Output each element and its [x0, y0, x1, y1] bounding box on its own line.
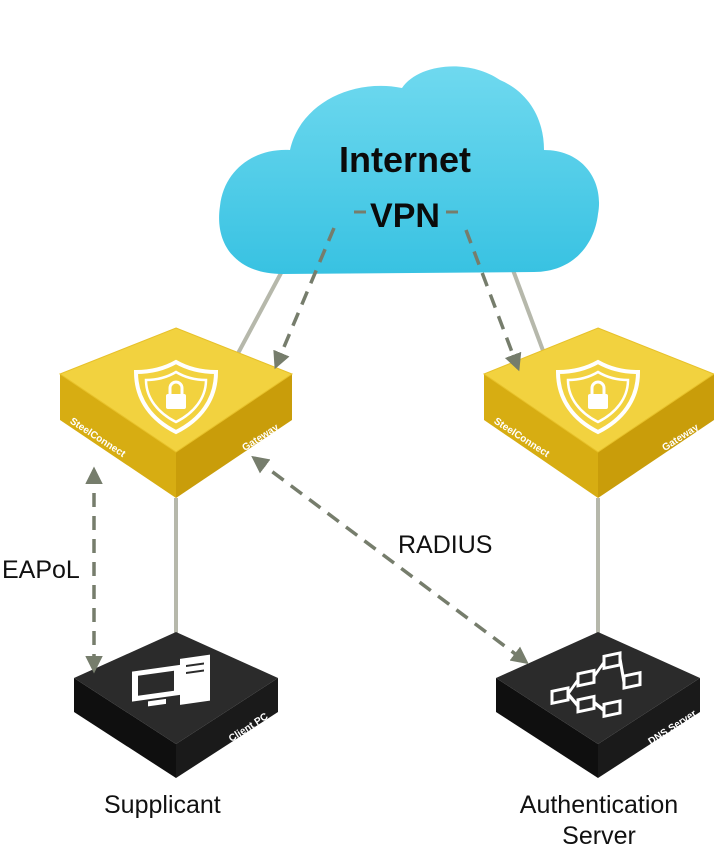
authentication-server-label: Authentication Server: [496, 790, 702, 853]
cloud-title: Internet: [339, 139, 471, 180]
eapol-label: EAPoL: [2, 556, 80, 584]
gateway-left: SteelConnect Gateway: [58, 327, 294, 498]
vpn-arrow-right: [464, 229, 522, 372]
radius-arrow: [251, 455, 529, 665]
hierarchy-icon: [550, 651, 642, 719]
shield-lock-icon: [555, 359, 641, 435]
computer-icon: [132, 654, 210, 707]
vpn-arrow-left: [273, 227, 336, 370]
client-pc-device: Client PC: [74, 632, 278, 778]
supplicant-label: Supplicant: [104, 791, 221, 819]
cloud-subtitle: VPN: [370, 197, 440, 235]
authentication-server-line2: Server: [562, 822, 636, 851]
shield-lock-icon: [133, 359, 219, 435]
link-cloud-right-gateway: [508, 261, 550, 365]
gateway-right: SteelConnect Gateway: [482, 327, 714, 498]
dns-server-device: DNS Server: [496, 632, 700, 778]
radius-label: RADIUS: [398, 531, 493, 559]
internet-cloud: Internet VPN: [219, 66, 600, 274]
authentication-server-line1: Authentication: [519, 791, 679, 819]
